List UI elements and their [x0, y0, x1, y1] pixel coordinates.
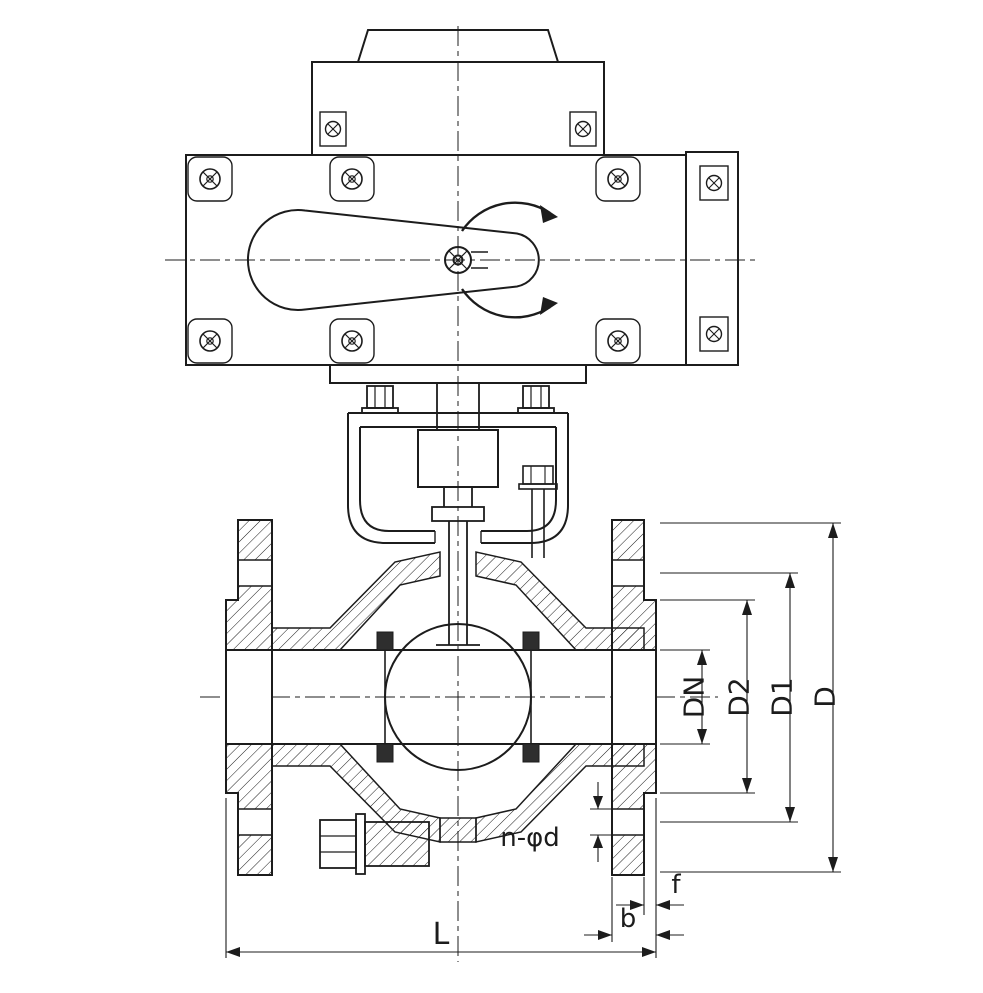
- gland-flange: [431, 506, 485, 522]
- stem-coupling: [417, 429, 499, 488]
- screw-icon: [607, 330, 629, 352]
- yoke-bolts: [361, 385, 555, 414]
- rotation-arrowhead-top: [540, 205, 558, 223]
- screw-icon: [607, 168, 629, 190]
- screw-icon: [705, 325, 723, 343]
- dim-d1: [660, 572, 798, 823]
- rotation-arrow-top: [461, 201, 551, 232]
- drain-plug-washer: [355, 813, 366, 875]
- gland-bolt: [518, 465, 558, 558]
- dim-label-b: b: [620, 904, 637, 934]
- bolt-head: [522, 385, 550, 409]
- dim-label-d2: D2: [723, 677, 756, 716]
- dim-d: [660, 522, 841, 873]
- actuator-keyhole-slot: [246, 209, 540, 311]
- dim-d2: [660, 599, 755, 794]
- right-flange-bolt-hole-top: [613, 560, 643, 586]
- right-flange: [611, 519, 657, 876]
- screw-icon: [574, 120, 592, 138]
- right-flange-bolt-hole-bottom: [613, 809, 643, 835]
- body-wall-top-left: [271, 551, 441, 651]
- top-housing-clip-left: [319, 111, 347, 147]
- bolt-washer: [517, 407, 555, 414]
- corner-plate: [329, 156, 375, 202]
- left-flange-bolt-hole-bottom: [239, 809, 271, 835]
- actuator-body: [185, 151, 739, 366]
- corner-plate: [187, 156, 233, 202]
- screw-icon: [341, 168, 363, 190]
- screw-icon: [705, 174, 723, 192]
- screw-icon: [199, 168, 221, 190]
- rotation-arrowhead-bottom: [540, 297, 558, 315]
- dim-label-d: D: [809, 686, 842, 708]
- side-block-clip-bottom: [699, 316, 729, 352]
- body-wall-bottom-center: [439, 817, 477, 843]
- rotation-arrow-bottom: [461, 288, 551, 319]
- drain-plug-body: [364, 821, 430, 867]
- flow-bore: [226, 649, 656, 745]
- dim-bolt-holes: [590, 782, 613, 862]
- left-flange-bolt-hole-top: [239, 560, 271, 586]
- dim-label-dn: DN: [678, 676, 711, 719]
- dim-label-f: f: [671, 870, 681, 900]
- screw-icon: [324, 120, 342, 138]
- keyhole-outline: [246, 209, 540, 311]
- gland-bolt-head: [522, 465, 554, 485]
- seat-rings: [376, 631, 540, 763]
- drain-plug-hex-head: [319, 819, 357, 869]
- gland-bolt-washer: [518, 483, 558, 490]
- dim-dn: [660, 649, 710, 745]
- corner-plate: [329, 318, 375, 364]
- dim-l: [225, 798, 656, 958]
- left-flange: [225, 519, 273, 876]
- yoke-bracket: [347, 412, 569, 544]
- ball: [384, 623, 532, 771]
- top-housing-clip-right: [569, 111, 597, 147]
- drive-shaft-inner: [452, 254, 464, 266]
- dim-b: [584, 877, 684, 942]
- corner-plate: [595, 318, 641, 364]
- dim-f: [616, 798, 684, 958]
- corner-plate: [187, 318, 233, 364]
- bolt-washer: [361, 407, 399, 414]
- rotation-arrows: [461, 201, 558, 319]
- dim-label-d1: D1: [766, 677, 799, 716]
- corner-plate: [595, 156, 641, 202]
- dim-label-bolt-holes: n-φd: [500, 823, 560, 853]
- screw-icon: [199, 330, 221, 352]
- drive-shaft-outer: [444, 246, 472, 274]
- mounting-plate: [329, 364, 587, 384]
- screw-icon: [341, 330, 363, 352]
- bolt-head: [366, 385, 394, 409]
- actuator-side-block: [685, 151, 739, 366]
- dim-label-l: L: [433, 917, 450, 952]
- side-block-clip-top: [699, 165, 729, 201]
- drain-plug: [319, 813, 430, 875]
